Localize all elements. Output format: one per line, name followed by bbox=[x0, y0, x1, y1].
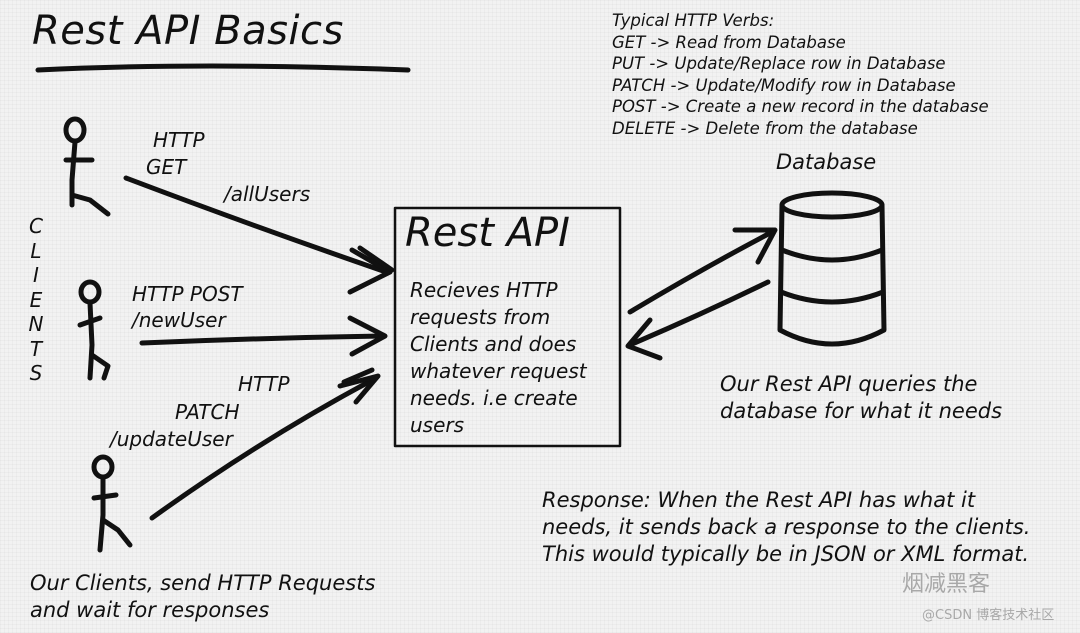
clients-vertical-label: C L I E N T S bbox=[26, 214, 46, 386]
verbs-heading: Typical HTTP Verbs: bbox=[612, 11, 775, 30]
clients-caption-line2: and wait for responses bbox=[30, 598, 270, 622]
get-label-verb: GET bbox=[146, 155, 187, 179]
watermark: 烟减黑客 bbox=[902, 572, 991, 597]
page-title: Rest API Basics bbox=[32, 8, 344, 54]
client-figure-1 bbox=[63, 116, 111, 217]
patch-label-path: /updateUser bbox=[110, 427, 233, 451]
patch-label-verb: PATCH bbox=[175, 400, 240, 424]
clients-letter: E bbox=[29, 287, 43, 312]
clients-letter: S bbox=[29, 361, 43, 385]
clients-letter: T bbox=[29, 336, 43, 361]
database-caption-line2: database for what it needs bbox=[720, 399, 1003, 423]
title-underline bbox=[35, 63, 411, 73]
verb-post: POST -> Create a new record in the datab… bbox=[612, 97, 989, 116]
db-to-api-arrow bbox=[629, 279, 771, 347]
clients-caption-line1: Our Clients, send HTTP Requests bbox=[30, 571, 376, 595]
patch-label-http: HTTP bbox=[238, 372, 290, 396]
patch-arrow bbox=[149, 375, 379, 521]
clients-letter: N bbox=[28, 312, 44, 336]
verb-get: GET -> Read from Database bbox=[612, 32, 846, 52]
database-cylinder bbox=[777, 190, 887, 347]
clients-letter: L bbox=[30, 238, 42, 263]
http-verbs-list: Typical HTTP Verbs: GET -> Read from Dat… bbox=[612, 10, 989, 139]
client-figure-2 bbox=[77, 279, 111, 381]
verb-patch: PATCH -> Update/Modify row in Database bbox=[612, 75, 956, 95]
database-caption-line1: Our Rest API queries the bbox=[720, 372, 978, 396]
post-label-path: /newUser bbox=[132, 308, 226, 332]
post-arrow bbox=[139, 333, 385, 346]
verb-delete: DELETE -> Delete from the database bbox=[612, 118, 918, 138]
get-label-http: HTTP bbox=[153, 128, 205, 152]
client-figure-3 bbox=[91, 454, 133, 553]
api-to-db-arrow bbox=[627, 229, 775, 315]
database-label: Database bbox=[776, 150, 877, 174]
watermark-sub: @CSDN 博客技术社区 bbox=[922, 608, 1055, 623]
rest-api-description: Recieves HTTP requests from Clients and … bbox=[410, 278, 587, 437]
verb-put: PUT -> Update/Replace row in Database bbox=[612, 54, 946, 73]
post-label-verb: HTTP POST bbox=[132, 282, 243, 306]
get-label-path: /allUsers bbox=[224, 182, 311, 206]
rest-api-box bbox=[393, 206, 622, 448]
rest-api-title: Rest API bbox=[405, 210, 570, 256]
get-arrow bbox=[123, 175, 389, 275]
database-caption: Our Rest API queries the database for wh… bbox=[720, 371, 1002, 425]
clients-letter: C bbox=[29, 214, 43, 238]
clients-letter: I bbox=[33, 263, 39, 287]
response-note: Response: When the Rest API has what it … bbox=[542, 488, 1031, 566]
clients-caption: Our Clients, send HTTP Requests and wait… bbox=[30, 570, 375, 624]
